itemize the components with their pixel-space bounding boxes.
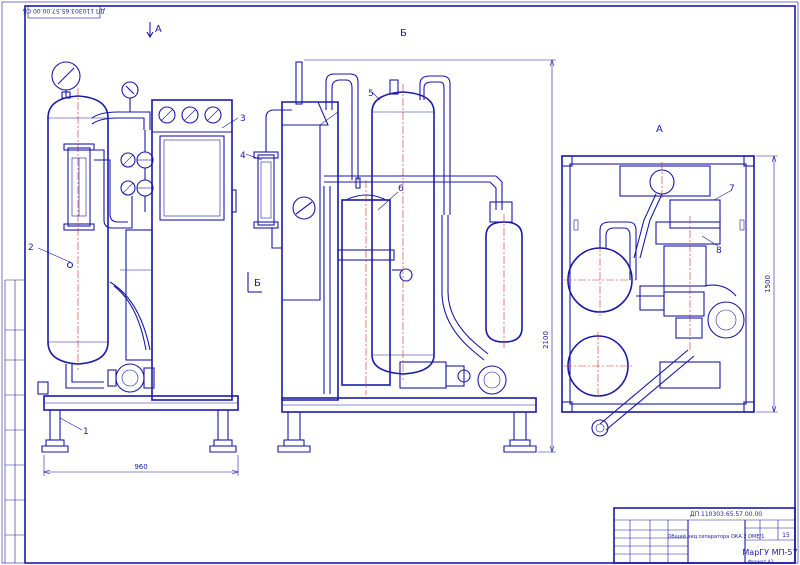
dimension-plan-height: 1500 xyxy=(764,275,772,293)
view-mark-b-top: Б xyxy=(400,28,407,39)
callout-4: 4 xyxy=(240,151,246,161)
title-block: ДП 110303.65.57.00.00 Общий вид сепарато… xyxy=(613,507,798,565)
front-view: А xyxy=(28,22,262,476)
callout-6: 6 xyxy=(398,184,404,194)
plan-view: А 7 8 xyxy=(561,124,778,437)
receiver-tank xyxy=(371,91,435,375)
callout-7: 7 xyxy=(729,184,735,194)
title-block-org: МарГУ МП-57 xyxy=(742,548,797,557)
callout-5: 5 xyxy=(368,89,374,99)
view-mark-a-top: А xyxy=(155,24,162,35)
title-block-title: Общий вид сепаратора ОКА 2 ОМЕ/1 xyxy=(668,533,765,540)
callout-2: 2 xyxy=(28,243,34,253)
section-mark-b: Б xyxy=(254,278,261,289)
title-block-sheet-count: 15 xyxy=(782,532,790,539)
callout-3: 3 xyxy=(240,114,246,124)
left-margin-strip xyxy=(4,279,25,563)
dimension-side-height: 2100 xyxy=(542,331,550,349)
dimension-front-width: 960 xyxy=(134,463,147,471)
view-mark-a-side: А xyxy=(656,124,663,135)
filter-vessel xyxy=(485,221,523,343)
title-block-doc-number: ДП 110303.65.57.00.00 xyxy=(690,511,762,518)
title-block-format: Формат А1 xyxy=(748,559,774,565)
side-view: Б 4 6 5 xyxy=(240,28,556,453)
callout-1: 1 xyxy=(83,427,89,437)
handwheel-icon xyxy=(292,196,316,220)
corner-stamp: ДП 110303.65.57.00.00 СБ xyxy=(23,5,105,19)
pump-icon xyxy=(115,363,145,393)
side-pump-icon xyxy=(477,365,507,395)
callout-8: 8 xyxy=(716,246,722,256)
corner-stamp-text: ДП 110303.65.57.00.00 СБ xyxy=(23,7,105,14)
